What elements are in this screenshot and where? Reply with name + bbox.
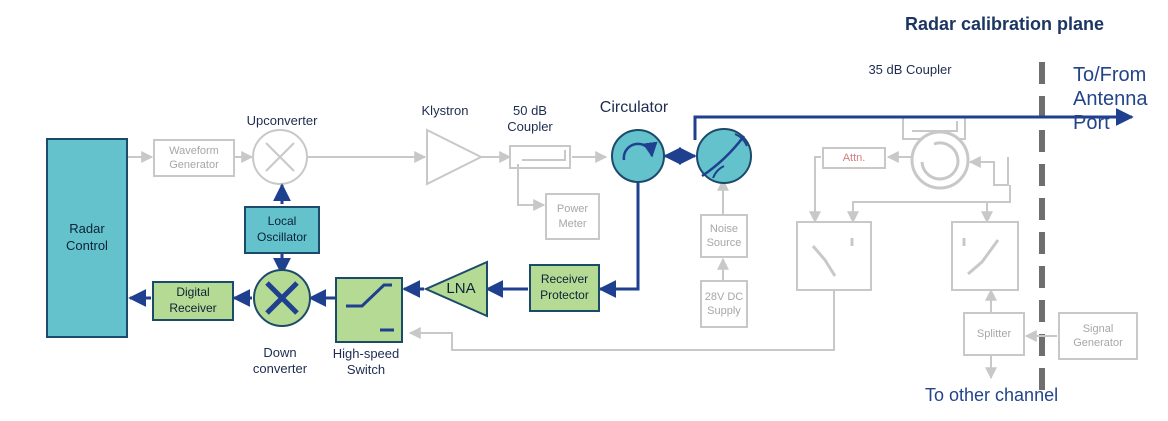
- high-speed-switch: [335, 277, 403, 343]
- upconverter-label: Upconverter: [246, 113, 318, 128]
- lna-label: LNA: [446, 280, 476, 297]
- power-meter-block: Power Meter: [545, 193, 600, 240]
- radar-control-block: Radar Control: [46, 138, 128, 338]
- lna-amplifier: [423, 260, 488, 318]
- gray-signal-paths: [128, 151, 1057, 380]
- digital-receiver-block: Digital Receiver: [152, 281, 234, 321]
- down-converter-label: Down converter: [252, 345, 308, 377]
- blue-signal-paths: [128, 108, 1134, 307]
- directional-coupler: [696, 128, 752, 184]
- circulator-label: Circulator: [599, 99, 669, 116]
- splitter-block: Splitter: [963, 312, 1025, 356]
- calibration-switch-gray: [951, 221, 1019, 291]
- antenna-port-label: To/From Antenna Port: [1073, 64, 1148, 134]
- coupler-50db-label: 50 dB Coupler: [507, 103, 553, 135]
- receiver-protector-block: Receiver Protector: [529, 264, 600, 312]
- klystron-label: Klystron: [421, 103, 469, 118]
- klystron-amplifier: [426, 128, 484, 186]
- upconverter-mixer: [252, 129, 308, 185]
- circulator: [611, 129, 665, 183]
- waveform-generator-block: Waveform Generator: [153, 139, 235, 177]
- signal-generator-block: Signal Generator: [1058, 312, 1138, 360]
- noise-source-block: Noise Source: [700, 214, 748, 258]
- receive-switch-gray: [796, 221, 872, 291]
- down-converter-mixer: [253, 269, 311, 327]
- attenuator-block: Attn.: [822, 147, 886, 169]
- coupler-50db: [509, 145, 571, 169]
- local-oscillator-block: Local Oscillator: [244, 206, 320, 254]
- coupler-35db-label: 35 dB Coupler: [868, 62, 952, 77]
- high-speed-switch-label: High-speed Switch: [332, 346, 400, 378]
- calibration-plane-title: Radar calibration plane: [905, 14, 1105, 34]
- gray-circulator: [910, 130, 970, 190]
- other-channel-label: To other channel: [925, 385, 1059, 405]
- dc-supply-block: 28V DC Supply: [700, 280, 748, 328]
